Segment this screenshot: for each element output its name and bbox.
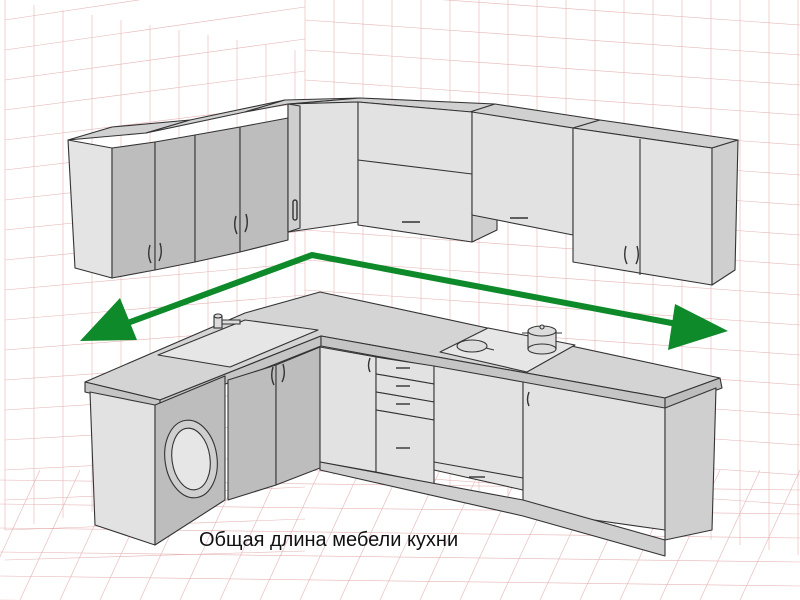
upper-cabinets <box>67 97 739 286</box>
arrowhead-right <box>668 304 728 350</box>
arrowhead-left <box>80 298 137 341</box>
saucepan-icon <box>522 324 562 355</box>
base-handles <box>271 357 530 478</box>
caption: Общая длина мебели кухни <box>199 529 459 551</box>
frying-pan-icon <box>456 339 495 353</box>
length-arrow <box>80 251 728 350</box>
faucet-icon <box>213 313 241 329</box>
base-cabinets <box>89 346 717 557</box>
upper-handles <box>148 199 639 265</box>
